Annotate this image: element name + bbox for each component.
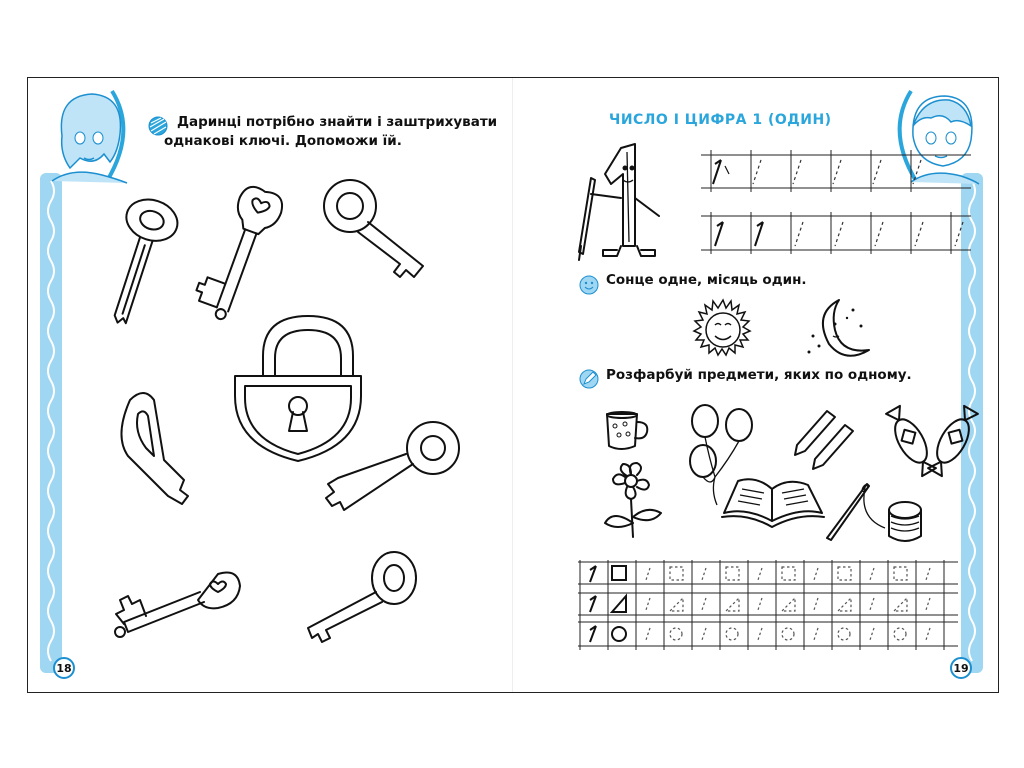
cup-icon	[606, 411, 649, 450]
key-6-icon	[114, 571, 241, 638]
balloons-icon	[689, 404, 753, 506]
key-3-icon	[323, 179, 424, 278]
key-5-icon	[325, 421, 460, 511]
candies-icon	[885, 404, 979, 478]
girl-mascot-icon	[51, 89, 128, 184]
key-7-icon	[307, 551, 417, 643]
flower-icon	[604, 462, 662, 538]
key-1-icon	[113, 198, 179, 325]
key-2-icon	[195, 185, 283, 321]
book-icon	[721, 478, 825, 528]
digit-one-character-icon	[578, 143, 660, 261]
right-side-bar	[961, 173, 983, 673]
pencil-task-icon	[579, 369, 599, 389]
moon-icon	[807, 299, 870, 357]
needle-thread-icon	[826, 483, 922, 542]
center-fold	[512, 78, 513, 692]
number-one-heading: ЧИСЛО І ЦИФРА 1 (ОДИН)	[609, 112, 832, 128]
page-number-right: 19	[950, 657, 972, 679]
left-side-bar	[40, 173, 62, 673]
shape-tracing-grid	[578, 560, 958, 650]
left-page: Даринці потрібно знайти і заштрихувати о…	[28, 78, 513, 692]
sun-icon	[692, 298, 752, 357]
boy-mascot-icon	[897, 89, 980, 185]
hatching-task-icon	[148, 116, 168, 136]
coloring-task-text: Розфарбуй предмети, яких по одному.	[606, 367, 912, 383]
padlock-icon	[234, 315, 362, 462]
left-task-text-line2: однакові ключі. Допоможи їй.	[164, 133, 402, 149]
pencils-icon	[794, 410, 854, 470]
smiley-task-icon	[579, 275, 599, 295]
key-4-icon	[120, 392, 189, 505]
sun-moon-text: Сонце одне, місяць один.	[606, 272, 807, 288]
left-task-text-line1: Даринці потрібно знайти і заштрихувати	[177, 114, 498, 130]
right-page: ЧИСЛО І ЦИФРА 1 (ОДИН)	[513, 78, 998, 692]
digit-tracing-grid-top	[701, 150, 971, 254]
page-number-left: 18	[53, 657, 75, 679]
workbook-spread: Даринці потрібно знайти і заштрихувати о…	[27, 77, 999, 693]
